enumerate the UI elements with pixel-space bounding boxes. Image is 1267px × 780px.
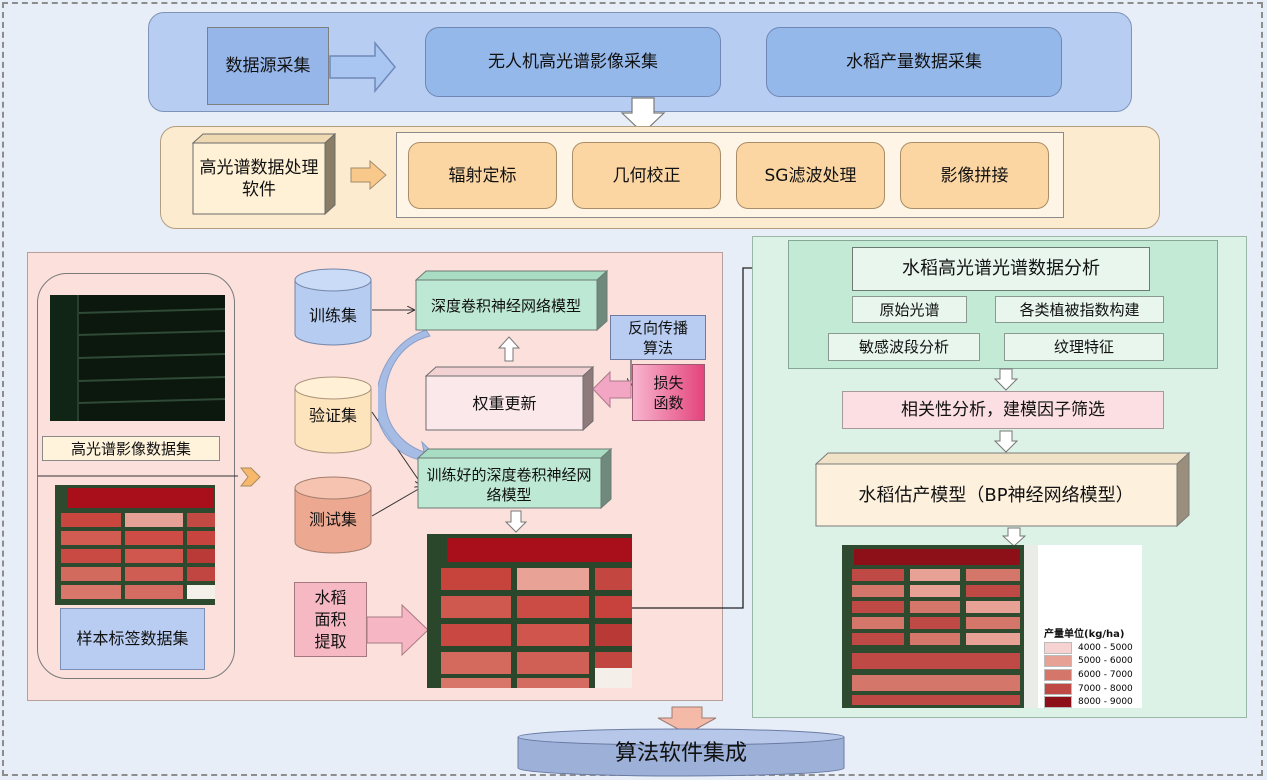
legend-swatch — [1044, 668, 1072, 681]
hyperspectral-image — [50, 295, 225, 421]
rice-area-image — [427, 534, 632, 688]
yield-model-box-3d — [815, 452, 1191, 528]
correlation-box: 相关性分析，建模因子筛选 — [842, 391, 1164, 429]
legend-item: 8000 - 9000 — [1044, 695, 1133, 709]
software-arrow-icon — [350, 160, 387, 190]
test-set-cylinder — [294, 476, 372, 554]
legend-item: 5000 - 6000 — [1044, 655, 1133, 669]
trained-model-label: 训练好的深度卷积神经网络模型 — [426, 466, 592, 504]
area-arrow-icon — [366, 604, 429, 657]
legend-item: 4000 - 5000 — [1044, 641, 1133, 655]
loss-function-label: 损失函数 — [632, 364, 705, 421]
analysis-item: 原始光谱 — [852, 296, 967, 323]
analysis-item: 敏感波段分析 — [828, 333, 980, 361]
yield-model-label: 水稻估产模型（BP神经网络模型） — [858, 485, 1134, 506]
legend-item: 6000 - 7000 — [1044, 668, 1133, 682]
weight-update-box-3d — [425, 366, 595, 432]
software-label: 高光谱数据处理软件 — [199, 158, 319, 200]
data-source-label: 数据源采集 — [207, 27, 329, 105]
legend: 4000 - 5000 5000 - 6000 6000 - 7000 7000… — [1044, 641, 1133, 709]
processing-step: SG滤波处理 — [736, 142, 885, 209]
legend-label: 5000 - 6000 — [1078, 656, 1133, 667]
dataset-arrow-icon — [38, 467, 261, 487]
up-arrow-icon — [498, 336, 520, 362]
label-dataset-label: 样本标签数据集 — [60, 608, 205, 670]
processing-step: 辐射定标 — [408, 142, 557, 209]
legend-label: 4000 - 5000 — [1078, 642, 1133, 653]
legend-swatch — [1044, 682, 1072, 695]
down-arrow-integration-icon — [657, 706, 717, 735]
test-set-label: 测试集 — [308, 510, 357, 529]
weight-update-label: 权重更新 — [472, 394, 537, 413]
cnn-model-box-3d — [415, 270, 609, 332]
train-set-cylinder — [294, 268, 372, 346]
analysis-title: 水稻高光谱光谱数据分析 — [852, 247, 1150, 291]
legend-swatch — [1044, 696, 1072, 709]
loss-arrow-icon — [592, 370, 632, 409]
yield-map-image — [842, 545, 1142, 708]
down-arrow-small-icon — [505, 510, 527, 533]
legend-swatch — [1044, 655, 1072, 668]
legend-label: 7000 - 8000 — [1078, 683, 1133, 694]
down-arrow-correlation-icon — [994, 430, 1018, 453]
uav-hyperspectral-box: 无人机高光谱影像采集 — [425, 27, 721, 97]
analysis-item: 纹理特征 — [1004, 333, 1164, 361]
label-image — [55, 485, 215, 605]
processing-step: 影像拼接 — [900, 142, 1049, 209]
source-arrow-icon — [329, 40, 396, 94]
software-box-3d — [192, 133, 337, 215]
integration-cylinder — [517, 728, 845, 777]
legend-label: 6000 - 7000 — [1078, 669, 1133, 680]
trained-model-box-3d — [417, 448, 613, 510]
down-arrow-analysis-icon — [994, 368, 1018, 391]
analysis-item: 各类植被指数构建 — [995, 296, 1164, 323]
legend-item: 7000 - 8000 — [1044, 682, 1133, 696]
backprop-label: 反向传播算法 — [610, 315, 706, 360]
area-extraction-label: 水稻面积提取 — [294, 582, 367, 657]
down-arrow-model-icon — [1002, 527, 1026, 547]
validation-set-label: 验证集 — [308, 406, 357, 425]
hyperspectral-dataset-label: 高光谱影像数据集 — [42, 436, 220, 461]
train-set-label: 训练集 — [308, 306, 357, 325]
down-arrow-icon — [620, 97, 666, 134]
cnn-model-label: 深度卷积神经网络模型 — [430, 297, 581, 315]
processing-step: 几何校正 — [572, 142, 721, 209]
legend-swatch — [1044, 641, 1072, 654]
validation-set-cylinder — [294, 376, 372, 454]
rice-yield-data-box: 水稻产量数据采集 — [766, 27, 1062, 97]
legend-label: 8000 - 9000 — [1078, 697, 1133, 708]
legend-title: 产量单位(kg/ha) — [1044, 629, 1125, 640]
integration-label: 算法软件集成 — [614, 741, 747, 766]
